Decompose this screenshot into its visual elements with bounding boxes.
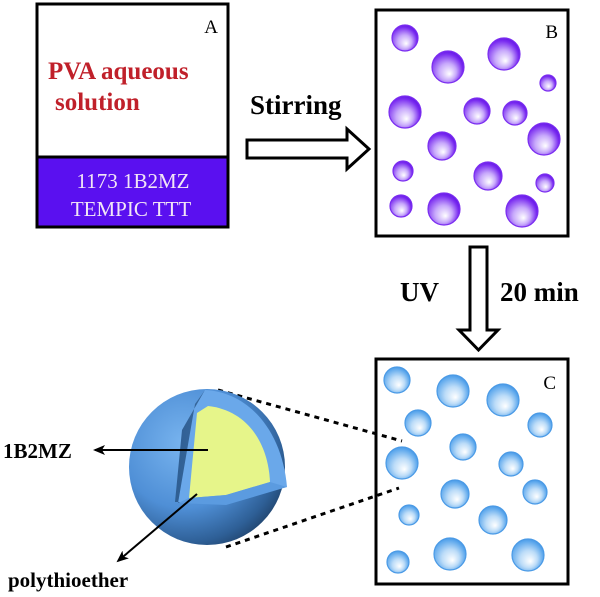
zoom-line-bottom (225, 486, 400, 549)
emulsion-droplet (463, 97, 491, 125)
shell-cut-bottom (178, 482, 287, 505)
microcapsules (383, 366, 553, 574)
emulsion-droplet (527, 122, 561, 156)
shell-leader-arrow (116, 493, 198, 563)
panel-a: A PVA aqueous solution 1173 1B2MZ TEMPIC… (35, 2, 230, 229)
reagent-line1: 1173 1B2MZ (77, 169, 190, 193)
microcapsule (511, 538, 545, 572)
emulsion-droplet (392, 160, 414, 182)
shell-label: polythioether (8, 568, 128, 592)
uv-step: UV 20 min (400, 245, 579, 353)
emulsion-droplet (427, 192, 461, 226)
emulsion-droplet (431, 50, 465, 84)
emulsion-droplets (388, 24, 561, 228)
emulsion-droplet (391, 24, 419, 52)
microcapsule (522, 479, 548, 505)
uv-label: UV (400, 277, 439, 307)
microcapsule (440, 479, 470, 509)
capsule-cutaway (129, 389, 287, 545)
stirring-label: Stirring (250, 90, 342, 120)
emulsion-droplet (505, 194, 539, 228)
emulsion-droplet (388, 95, 422, 129)
microcapsule (433, 537, 467, 571)
microcapsule (386, 550, 410, 574)
down-arrow-icon (455, 245, 502, 353)
pva-title-line2: solution (55, 89, 140, 116)
emulsion-droplet (502, 100, 528, 126)
panel-a-letter: A (204, 17, 218, 38)
microcapsule (527, 412, 553, 438)
duration-label: 20 min (500, 277, 579, 307)
panel-b-letter: B (545, 22, 558, 43)
emulsion-droplet (487, 37, 521, 71)
emulsion-droplet (427, 131, 457, 161)
pva-title-line1: PVA aqueous (48, 58, 189, 85)
microcapsule (486, 383, 520, 417)
emulsion-droplet (389, 194, 413, 218)
microcapsule (398, 504, 420, 526)
emulsion-droplet (473, 161, 503, 191)
core-cross-section (189, 406, 270, 498)
microcapsule (449, 433, 477, 461)
panel-b: B (374, 8, 570, 238)
panel-c: C (374, 357, 570, 586)
stirring-step: Stirring (245, 90, 372, 173)
microcapsule (478, 505, 508, 535)
microcapsule (436, 374, 470, 408)
shell-inner-wall (175, 390, 226, 503)
panel-c-letter: C (543, 373, 556, 394)
microcapsule (404, 409, 432, 437)
reagent-line2: TEMPIC TTT (71, 197, 192, 221)
emulsion-droplet (539, 74, 557, 92)
reagent-band (38, 157, 227, 226)
microcapsule (383, 366, 411, 394)
right-arrow-icon (245, 125, 372, 173)
zoom-line-top (217, 388, 403, 443)
microcapsule (385, 446, 419, 480)
microcapsule (498, 451, 524, 477)
core-label: 1B2MZ (3, 439, 72, 463)
emulsion-droplet (535, 173, 555, 193)
